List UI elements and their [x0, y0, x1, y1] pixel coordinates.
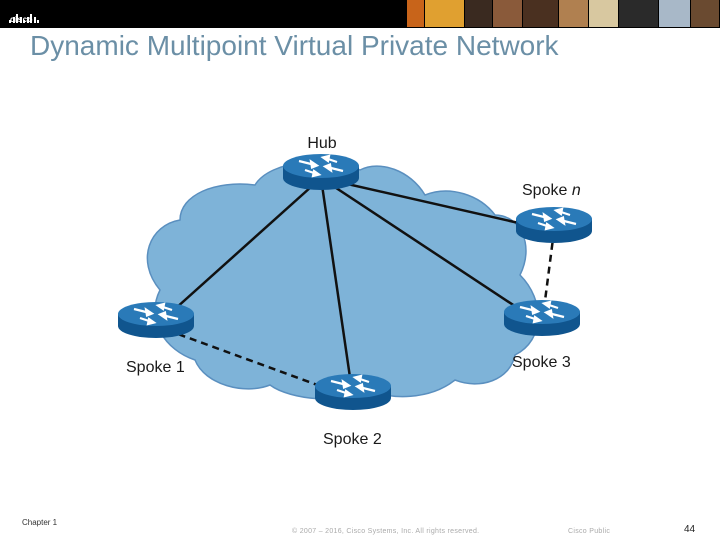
- network-cloud: [146, 160, 539, 400]
- router-label-hub: Hub: [307, 135, 336, 152]
- router-label-spoke-3: Spoke 3: [512, 354, 571, 371]
- header-photo-strip: [407, 0, 720, 27]
- header-bar: cisco: [0, 0, 720, 28]
- footer-chapter: Chapter 1: [22, 518, 58, 527]
- header-photo: [559, 0, 590, 27]
- cisco-bars-icon: [9, 5, 41, 23]
- cisco-logo: cisco: [8, 3, 44, 25]
- router-spoke-2: Spoke 2: [313, 372, 393, 448]
- link-hub-to-spoke-2: [319, 177, 355, 399]
- router-hub: Hub: [281, 135, 361, 192]
- header-photo: [465, 0, 494, 27]
- header-photo: [619, 0, 659, 27]
- header-photo: [407, 0, 426, 27]
- header-photo: [589, 0, 620, 27]
- router-label-spoke-n: Spoke n: [522, 182, 581, 199]
- link-hub-to-spoke-3: [320, 176, 543, 326]
- router-icon: [281, 152, 361, 192]
- header-photo: [425, 0, 466, 27]
- cisco-logo-text: cisco: [10, 15, 33, 24]
- link-hub-to-spoke-n: [320, 176, 555, 233]
- router-icon: [116, 300, 196, 340]
- header-photo: [523, 0, 560, 27]
- page-number: 44: [684, 524, 696, 535]
- header-photo: [493, 0, 524, 27]
- router-label-spoke-2: Spoke 2: [323, 431, 382, 448]
- router-label-spoke-1: Spoke 1: [126, 359, 185, 376]
- router-icon: [502, 298, 582, 338]
- router-spoke-n: Spoke n: [514, 182, 594, 245]
- router-spoke-1: Spoke 1: [116, 300, 196, 376]
- link-hub-to-spoke-1: [155, 177, 322, 327]
- router-icon: [514, 205, 594, 245]
- router-spoke-3: Spoke 3: [502, 298, 582, 371]
- router-icon: [313, 372, 393, 412]
- footer-copyright: © 2007 – 2016, Cisco Systems, Inc. All r…: [292, 528, 480, 535]
- header-photo: [658, 0, 691, 27]
- footer-classification: Cisco Public: [568, 528, 611, 535]
- slide-title: Dynamic Multipoint Virtual Private Netwo…: [30, 30, 559, 61]
